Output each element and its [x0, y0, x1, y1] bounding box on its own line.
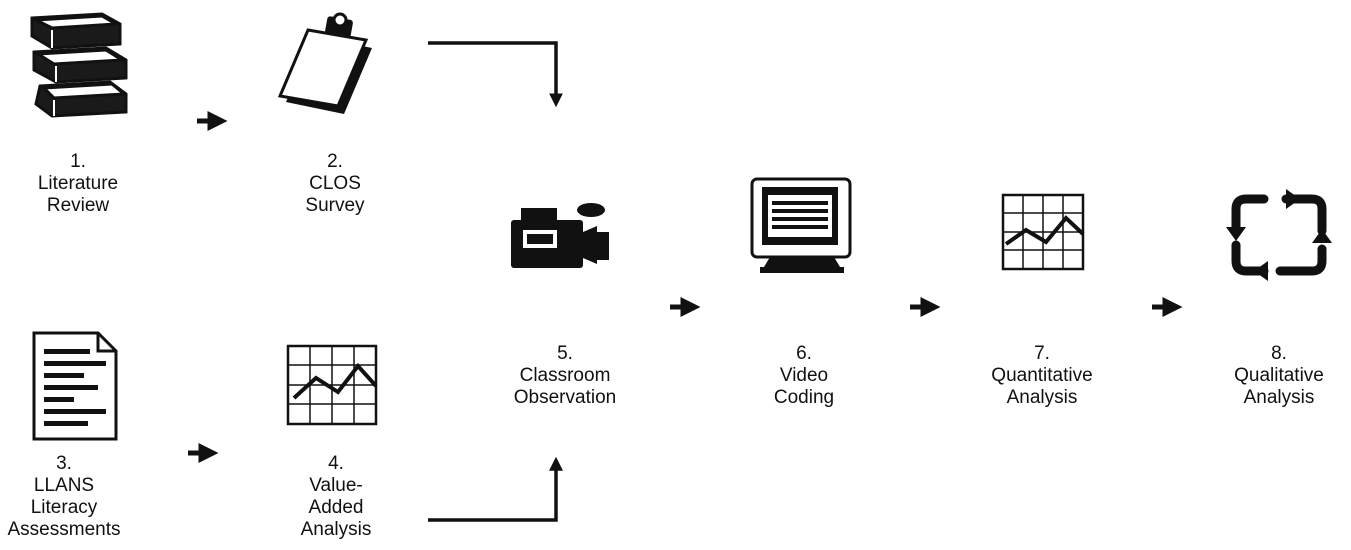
step-text: Analysis: [1243, 387, 1315, 408]
step-text: CLOS: [309, 173, 361, 194]
computer-monitor-icon: [748, 173, 856, 278]
books-icon: [22, 8, 137, 120]
step-text: Analysis: [300, 519, 372, 540]
step-text: Classroom: [519, 365, 611, 386]
step-number: 6.: [796, 343, 812, 364]
step-1-label: 1. Literature Review: [24, 151, 132, 217]
step-4-label: 4. Value- Added Analysis: [282, 453, 390, 541]
step-text: LLANS: [33, 475, 95, 496]
step-text: Coding: [773, 387, 835, 408]
arrow-4-to-5: [428, 456, 563, 522]
step-text: Analysis: [1006, 387, 1078, 408]
step-text: Review: [46, 195, 110, 216]
step-number: 4.: [328, 453, 344, 474]
step-2-label: 2. CLOS Survey: [285, 151, 385, 217]
step-text: Survey: [305, 195, 365, 216]
cycle-arrows-icon: [1222, 187, 1340, 283]
document-icon: [20, 327, 122, 442]
step-7-label: 7. Quantitative Analysis: [972, 343, 1112, 409]
step-number: 8.: [1271, 343, 1287, 364]
step-3-label: 3. LLANS Literacy Assessments: [0, 453, 128, 541]
step-5-label: 5. Classroom Observation: [492, 343, 638, 409]
step-text: Added: [308, 497, 364, 518]
step-number: 3.: [56, 453, 72, 474]
step-6-label: 6. Video Coding: [750, 343, 858, 409]
step-text: Observation: [513, 387, 617, 408]
step-number: 1.: [70, 151, 86, 172]
step-number: 5.: [557, 343, 573, 364]
video-camera-icon: [505, 196, 615, 276]
step-text: Quantitative: [991, 365, 1093, 386]
step-number: 2.: [327, 151, 343, 172]
clipboard-icon: [270, 8, 390, 118]
step-text: Literature: [37, 173, 119, 194]
arrow-2-to-5: [428, 41, 563, 108]
step-text: Assessments: [7, 519, 121, 540]
step-8-label: 8. Qualitative Analysis: [1214, 343, 1344, 409]
step-number: 7.: [1034, 343, 1050, 364]
step-text: Video: [779, 365, 829, 386]
step-text: Qualitative: [1234, 365, 1324, 386]
line-chart-icon: [1000, 192, 1086, 272]
line-chart-icon: [284, 342, 380, 428]
step-text: Value-: [309, 475, 363, 496]
step-text: Literacy: [30, 497, 98, 518]
